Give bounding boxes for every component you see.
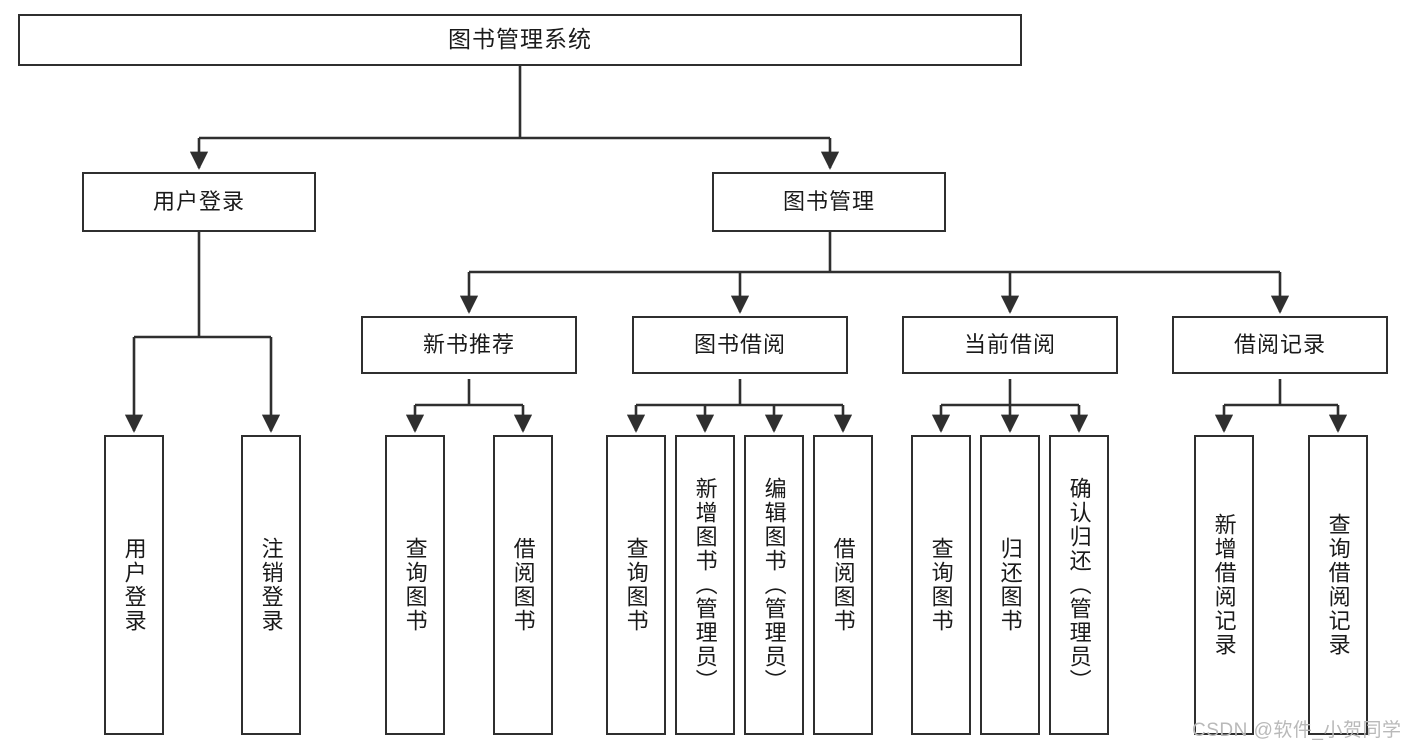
node-label: 借阅图书	[830, 537, 856, 633]
leaf-current-borrow-1[interactable]: 查询图书	[911, 435, 971, 735]
node-label: 注销登录	[258, 537, 284, 633]
node-label: 用户登录	[152, 188, 245, 214]
leaf-book-borrow-2[interactable]: 新增图书（管理员）	[675, 435, 735, 735]
node-book-management[interactable]: 图书管理	[712, 172, 946, 232]
node-label: 借阅记录	[1233, 331, 1326, 357]
node-label: 查询图书	[402, 537, 428, 633]
node-label: 当前借阅	[963, 331, 1056, 357]
leaf-book-borrow-1[interactable]: 查询图书	[606, 435, 666, 735]
leaf-new-book-recommendation-1[interactable]: 查询图书	[385, 435, 445, 735]
node-label: 新增借阅记录	[1211, 513, 1237, 657]
node-label: 图书管理	[782, 188, 875, 214]
node-borrow-record[interactable]: 借阅记录	[1172, 316, 1388, 374]
leaf-user-login-1[interactable]: 用户登录	[104, 435, 164, 735]
node-label: 新书推荐	[422, 331, 515, 357]
node-label: 图书借阅	[693, 331, 786, 357]
node-book-management-system[interactable]: 图书管理系统	[18, 14, 1022, 66]
leaf-current-borrow-3[interactable]: 确认归还（管理员）	[1049, 435, 1109, 735]
node-label: 新增图书（管理员）	[692, 477, 718, 693]
leaf-current-borrow-2[interactable]: 归还图书	[980, 435, 1040, 735]
node-new-book-recommendation[interactable]: 新书推荐	[361, 316, 577, 374]
node-user-login[interactable]: 用户登录	[82, 172, 316, 232]
node-current-borrow[interactable]: 当前借阅	[902, 316, 1118, 374]
node-book-borrow[interactable]: 图书借阅	[632, 316, 848, 374]
node-label: 查询图书	[928, 537, 954, 633]
node-label: 归还图书	[997, 537, 1023, 633]
leaf-book-borrow-3[interactable]: 编辑图书（管理员）	[744, 435, 804, 735]
node-label: 查询图书	[623, 537, 649, 633]
leaf-borrow-record-2[interactable]: 查询借阅记录	[1308, 435, 1368, 735]
leaf-book-borrow-4[interactable]: 借阅图书	[813, 435, 873, 735]
leaf-user-login-2[interactable]: 注销登录	[241, 435, 301, 735]
csdn-watermark: CSDN @软件_小贺同学	[1192, 720, 1402, 741]
node-label: 查询借阅记录	[1325, 513, 1351, 657]
node-label: 确认归还（管理员）	[1066, 477, 1092, 693]
leaf-borrow-record-1[interactable]: 新增借阅记录	[1194, 435, 1254, 735]
node-label: 编辑图书（管理员）	[761, 477, 787, 693]
node-label: 借阅图书	[510, 537, 536, 633]
node-label: 图书管理系统	[448, 26, 592, 53]
node-label: 用户登录	[121, 537, 147, 633]
leaf-new-book-recommendation-2[interactable]: 借阅图书	[493, 435, 553, 735]
